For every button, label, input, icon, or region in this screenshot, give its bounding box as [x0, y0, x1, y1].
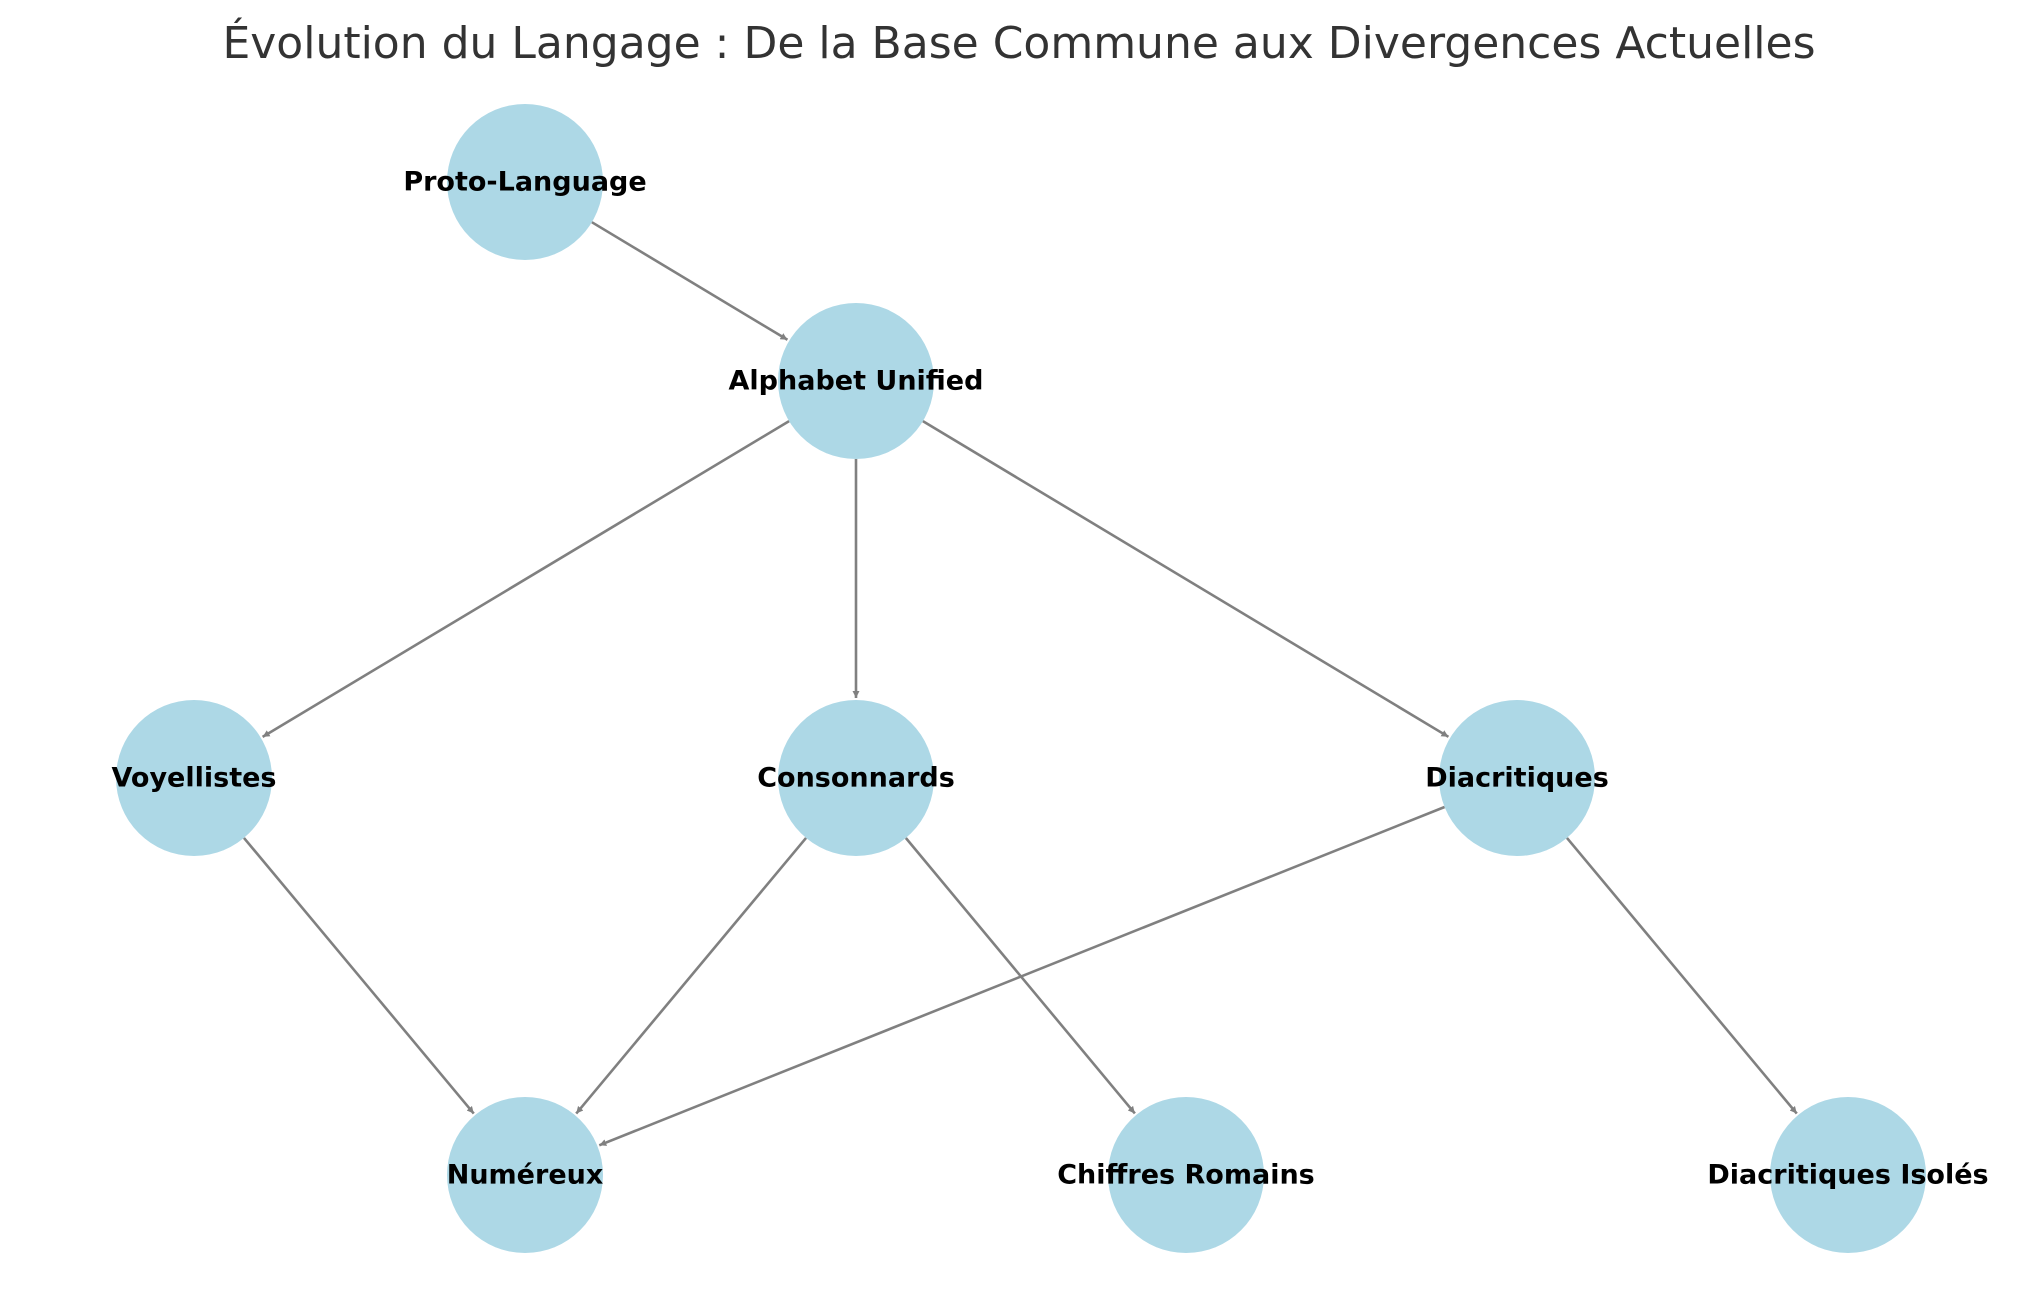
node-label-voyellistes: Voyellistes	[111, 763, 276, 794]
node-label-chiffres: Chiffres Romains	[1057, 1160, 1315, 1191]
edge-diacritiques-to-diacritiques_isoles	[1565, 837, 1798, 1115]
node-circle-diacritiques_isoles	[1770, 1097, 1926, 1253]
node-label-numereux: Numéreux	[447, 1160, 604, 1191]
node-diacritiques: Diacritiques	[1425, 700, 1609, 856]
node-circle-alphabet	[778, 303, 934, 459]
node-label-alphabet: Alphabet Unified	[729, 366, 984, 397]
node-label-diacritiques_isoles: Diacritiques Isolés	[1707, 1160, 1988, 1191]
node-voyellistes: Voyellistes	[111, 700, 277, 856]
node-circle-chiffres	[1108, 1097, 1264, 1253]
node-circle-diacritiques	[1439, 700, 1595, 856]
node-label-diacritiques: Diacritiques	[1425, 763, 1609, 794]
node-proto: Proto-Language	[403, 104, 647, 260]
node-label-consonnards: Consonnards	[757, 763, 955, 794]
node-circle-numereux	[447, 1097, 603, 1253]
edge-consonnards-to-numereux	[575, 837, 808, 1115]
edges-layer	[242, 221, 1798, 1147]
node-circle-voyellistes	[116, 700, 272, 856]
edge-alphabet-to-diacritiques	[922, 420, 1450, 738]
diagram-title: Évolution du Langage : De la Base Commun…	[222, 16, 1815, 69]
node-chiffres: Chiffres Romains	[1057, 1097, 1315, 1253]
edge-proto-to-alphabet	[591, 221, 789, 341]
node-circle-consonnards	[778, 700, 934, 856]
node-alphabet: Alphabet Unified	[729, 303, 984, 459]
node-numereux: Numéreux	[447, 1097, 604, 1253]
node-label-proto: Proto-Language	[403, 167, 646, 198]
node-consonnards: Consonnards	[757, 700, 955, 856]
edge-voyellistes-to-numereux	[242, 837, 475, 1115]
edge-alphabet-to-voyellistes	[261, 420, 790, 738]
node-diacritiques_isoles: Diacritiques Isolés	[1707, 1097, 1989, 1253]
edge-diacritiques-to-numereux	[598, 805, 1446, 1147]
node-circle-proto	[447, 104, 603, 260]
